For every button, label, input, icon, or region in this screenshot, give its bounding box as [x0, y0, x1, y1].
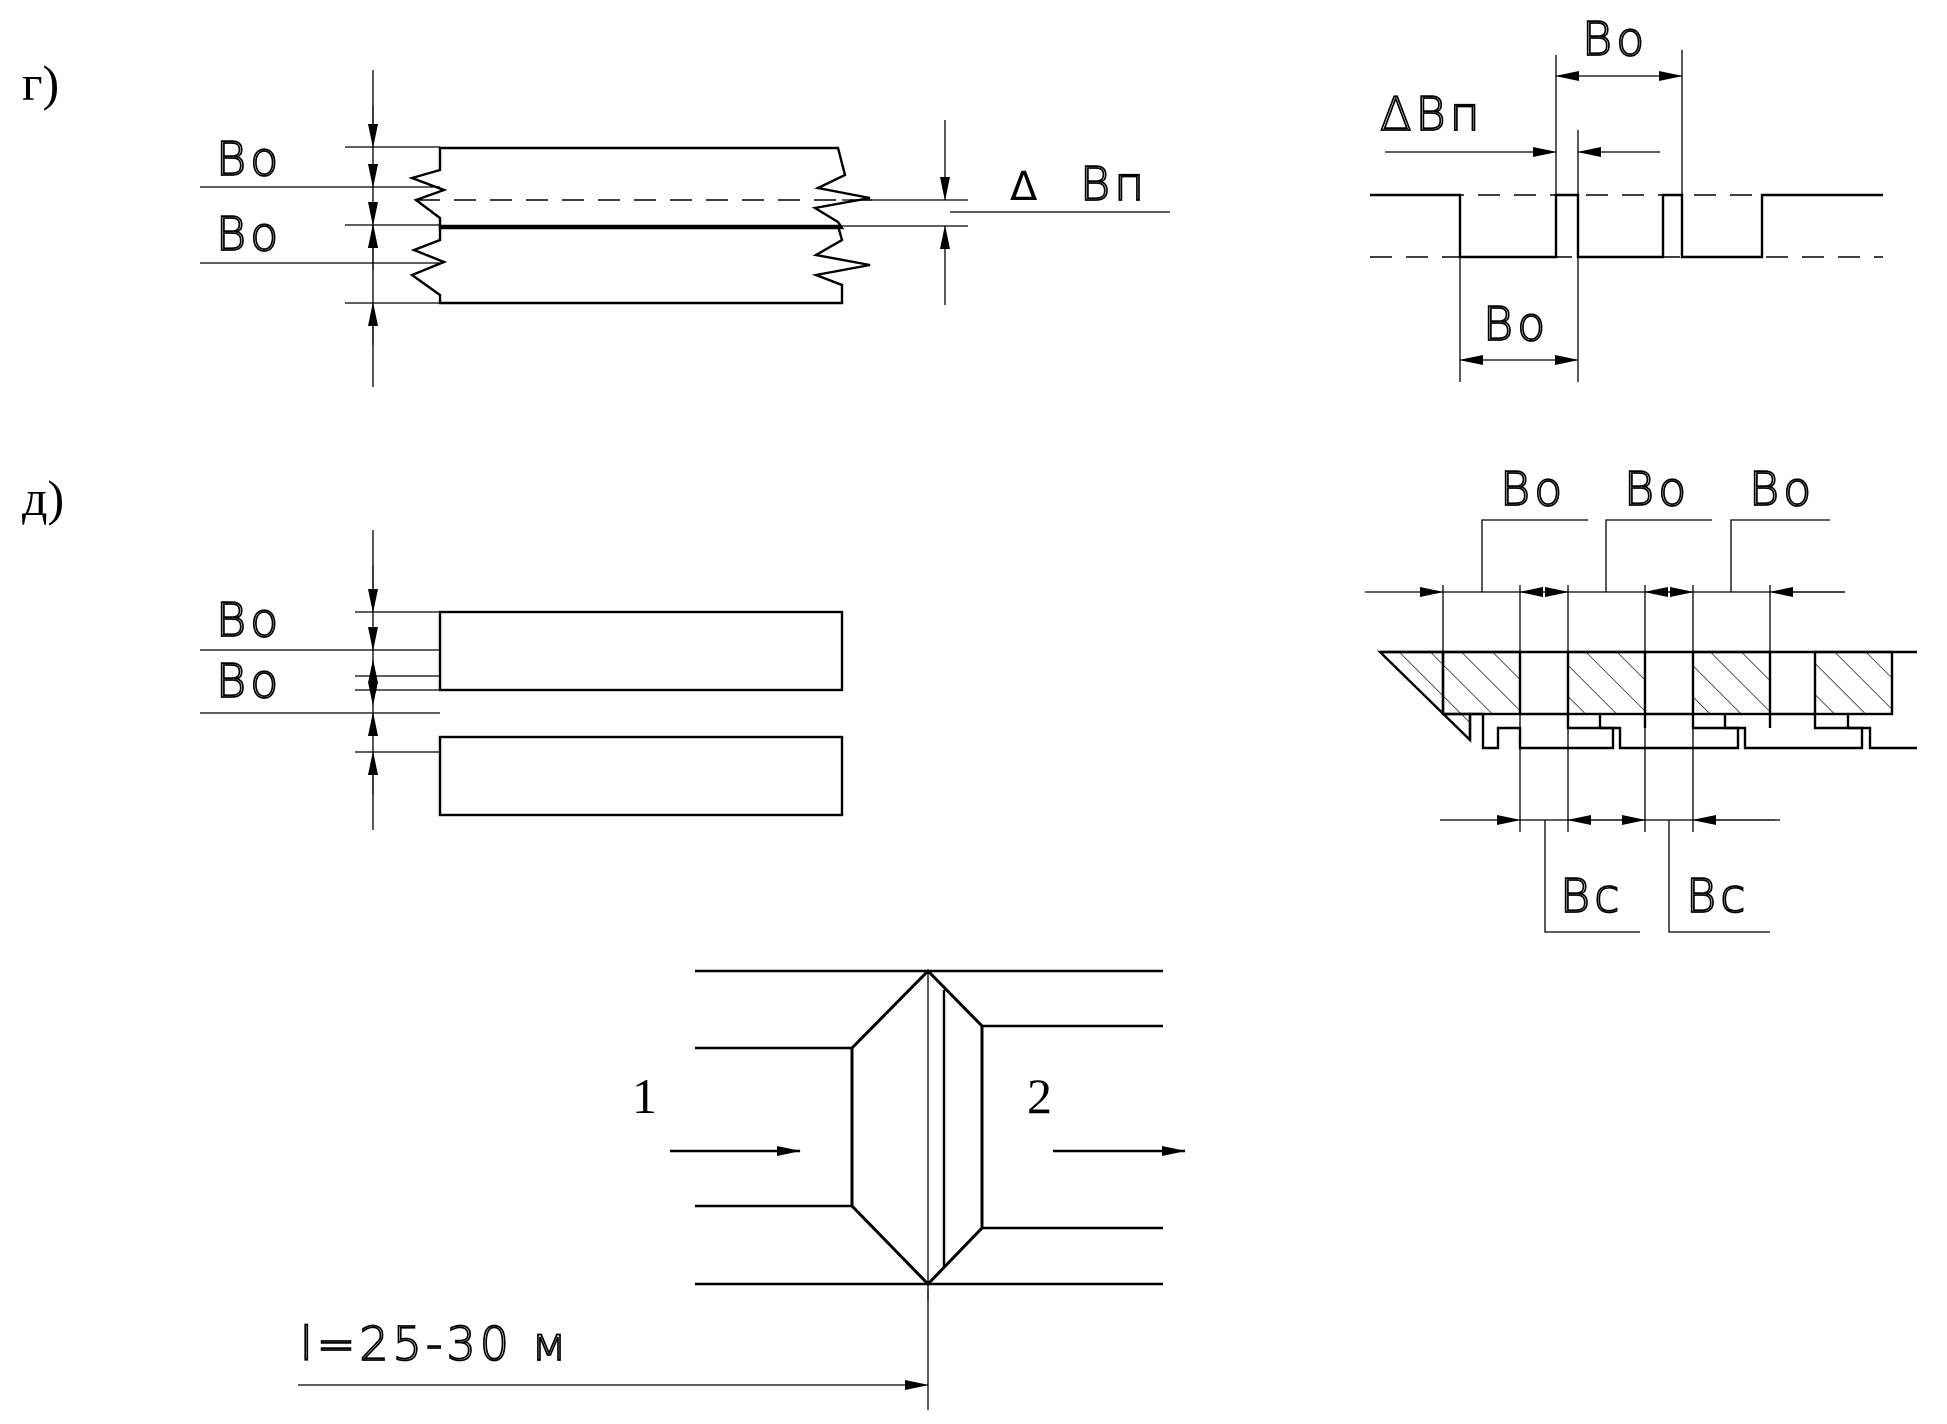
- section-profile: [1370, 193, 1883, 259]
- section-dim-delta-bp: ΔBп: [1380, 87, 1484, 141]
- panel-g-plan-view: Bo Bo Δ Bп: [200, 70, 1170, 387]
- leader-line: [1668, 820, 1770, 933]
- panel-d-plan-view: Bo Bo: [200, 530, 844, 830]
- panel-g: г) Bo Bo: [22, 11, 1883, 387]
- cut-block: [1566, 650, 1647, 716]
- dim-label-bo: Bo: [216, 132, 282, 186]
- outlet-label: 2: [1027, 1068, 1052, 1124]
- strip-upper: [408, 146, 871, 230]
- section-dim-bo: Bo: [1749, 462, 1815, 516]
- dim-label-bo: Bo: [216, 593, 282, 647]
- strip-lower: [409, 224, 871, 305]
- stepped-profile: [1723, 712, 1864, 750]
- cut-block: [1441, 650, 1522, 716]
- distance-label: l=25-30 м: [300, 1317, 570, 1371]
- cut-block: [1691, 650, 1772, 716]
- section-dim-bc: Bc: [1560, 869, 1623, 923]
- stepped-profile: [1468, 712, 1615, 750]
- panel-d: д) Bo Bo: [22, 461, 1917, 933]
- stepped-profile: [1598, 712, 1740, 750]
- dim-label-bp: Bп: [1080, 157, 1148, 211]
- stepped-profile: [1846, 714, 1917, 750]
- leader-line: [1544, 820, 1640, 933]
- strip-upper: [438, 610, 844, 692]
- cut-block: [1813, 650, 1894, 716]
- leader-line: [1481, 519, 1588, 592]
- section-dim-bo: Bo: [1624, 462, 1690, 516]
- strip-lower: [438, 735, 844, 817]
- section-dim-bo: Bo: [1500, 462, 1566, 516]
- section-dim-bc: Bc: [1686, 869, 1749, 923]
- dim-label-bo: Bo: [216, 654, 282, 708]
- leader-line: [1605, 519, 1712, 592]
- inlet-label: 1: [632, 1068, 657, 1124]
- leader-line: [1730, 519, 1830, 592]
- transition-section: [850, 968, 984, 1287]
- panel-g-cross-section: Bo ΔBп Bo: [1370, 11, 1883, 382]
- panel-d-label: д): [22, 470, 64, 526]
- panel-g-label: г): [22, 55, 59, 111]
- panel-d-cross-section: Bo Bo Bo Bc Bc: [1365, 461, 1917, 933]
- junction-diagram: 1 2 l=25-30 м: [298, 968, 1186, 1410]
- dim-label-bo: Bo: [216, 207, 282, 261]
- delta-symbol: Δ: [1010, 164, 1038, 210]
- section-dim-bo: Bo: [1582, 12, 1648, 66]
- section-dim-bo: Bo: [1483, 297, 1549, 351]
